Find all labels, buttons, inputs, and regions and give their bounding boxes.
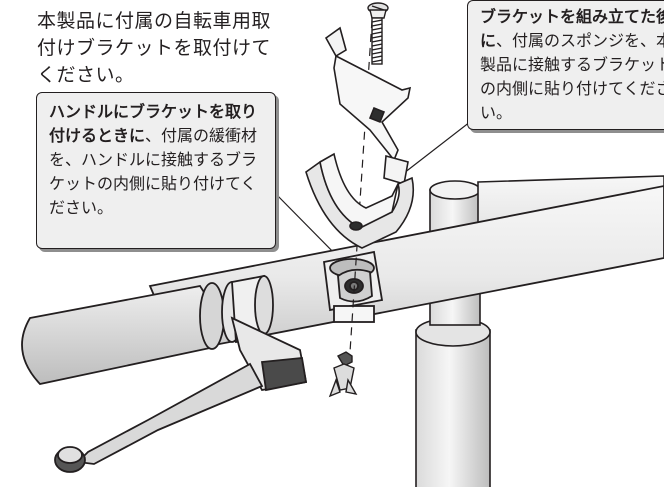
callout-handlebar-bold: ハンドルにブラケットを取り付けるときに bbox=[49, 102, 258, 145]
long-screw bbox=[367, 2, 389, 65]
brake-lever bbox=[54, 316, 308, 473]
wing-nut bbox=[328, 351, 358, 398]
handlebar-grip bbox=[21, 274, 274, 385]
intro-text: 本製品に付属の自転車用取付けブラケットを取付けてください。 bbox=[37, 10, 272, 86]
callout-bracket-bold: ブラケットを組み立てた後に bbox=[480, 7, 664, 50]
bracket-clamp bbox=[323, 250, 384, 323]
callout-handlebar-text: 、付属の緩衝材を、ハンドルに接触するブラケットの内側に貼り付けてください。 bbox=[49, 126, 258, 217]
callout-bracket: ブラケットを組み立てた後に、付属のスポンジを、本製品に接触するブラケットの内側に… bbox=[467, 0, 664, 130]
callout-handlebar: ハンドルにブラケットを取り付けるときに、付属の緩衝材を、ハンドルに接触するブラケ… bbox=[36, 92, 276, 249]
bracket-plate bbox=[324, 26, 412, 186]
u-bracket bbox=[305, 152, 415, 249]
callout-bracket-text: 、付属のスポンジを、本製品に接触するブラケットの内側に貼り付けてください。 bbox=[480, 31, 664, 122]
